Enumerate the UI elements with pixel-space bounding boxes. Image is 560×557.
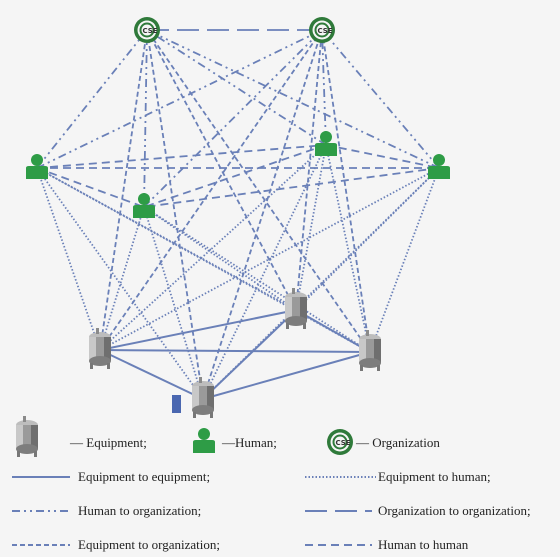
legend-human-icon [193, 428, 215, 453]
human-node-hum2[interactable] [315, 131, 337, 156]
edge-equipment-to-equipment-eq2-eq4 [202, 309, 297, 400]
edge-equipment-to-organization-eq1-org1 [99, 29, 148, 351]
edges-layer [36, 29, 440, 413]
edge-equipment-to-organization-eq4-org2 [202, 29, 323, 400]
edge-human-to-organization-hum2-org1 [146, 29, 327, 146]
legend-equipment-to-equipment-label: Equipment to equipment; [78, 469, 210, 484]
legend-equipment-label: — Equipment; [69, 435, 147, 450]
edge-equipment-to-human-eq3-hum4 [143, 206, 371, 353]
edge-equipment-to-equipment-eq3-eq4 [202, 351, 371, 400]
organization-node-label: CSE [317, 27, 332, 35]
edge-equipment-to-organization-eq1-org2 [99, 29, 323, 351]
legend: — Equipment; —Human; CSE — Organization … [12, 416, 531, 552]
equipment-node-eq3[interactable] [359, 330, 381, 371]
edge-equipment-to-human-eq1-hum1 [36, 167, 101, 351]
human-node-hum4[interactable] [133, 193, 155, 218]
edge-human-to-human-hum2-hum4 [143, 144, 327, 208]
equipment-node-eq1[interactable] [89, 328, 111, 369]
legend-organization-icon: CSE [327, 429, 353, 455]
edge-human-to-organization-hum1-org2 [36, 29, 323, 169]
legend-human-to-organization-label: Human to organization; [78, 503, 201, 518]
edge-human-to-organization-hum3-org1 [146, 29, 440, 169]
edge-equipment-to-human-eq1-hum3 [99, 167, 440, 351]
edge-human-to-human-hum2-hum3 [325, 144, 440, 169]
equipment-icon [192, 377, 214, 418]
svg-text:CSE: CSE [335, 439, 350, 447]
equipment-icon [285, 288, 307, 329]
edge-human-to-organization-hum2-org2 [321, 29, 327, 146]
edge-human-to-human-hum1-hum4 [36, 167, 145, 208]
legend-organization-to-organization-label: Organization to organization; [378, 503, 531, 518]
edge-human-to-organization-hum4-org1 [143, 29, 148, 208]
edge-equipment-to-human-eq1-hum4 [99, 206, 145, 351]
legend-human-to-human-label: Human to human [378, 537, 469, 552]
edge-equipment-to-organization-eq3-org1 [146, 29, 371, 353]
edge-human-to-organization-hum3-org2 [321, 29, 440, 169]
equipment-icon [359, 330, 381, 371]
edge-equipment-to-equipment-eq1-eq4 [99, 349, 204, 400]
human-icon [133, 193, 155, 218]
human-icon [315, 131, 337, 156]
equipment-node-eq2[interactable] [285, 288, 307, 329]
legend-equipment-to-human-label: Equipment to human; [378, 469, 491, 484]
edge-equipment-to-equipment-eq1-eq3 [99, 349, 371, 353]
edge-human-to-organization-hum4-org2 [143, 29, 323, 208]
organization-node-label: CSE [142, 27, 157, 35]
edge-equipment-to-equipment-eq1-eq2 [99, 309, 297, 351]
edge-equipment-to-human-eq2-hum4 [143, 206, 297, 311]
connector-block [172, 395, 181, 413]
edge-human-to-human-hum3-hum4 [143, 167, 440, 208]
edge-human-to-human-hum1-hum2 [36, 144, 327, 169]
edge-equipment-to-organization-eq2-org1 [146, 29, 297, 311]
equipment-node-eq4[interactable] [192, 377, 214, 418]
edge-equipment-to-human-eq3-hum2 [325, 144, 371, 353]
edge-equipment-to-organization-eq4-org1 [146, 29, 204, 400]
edge-equipment-to-human-eq4-hum2 [202, 144, 327, 400]
legend-human-label: —Human; [221, 435, 277, 450]
legend-equipment-to-organization-label: Equipment to organization; [78, 537, 220, 552]
edge-human-to-organization-hum1-org1 [36, 29, 148, 169]
edge-equipment-to-organization-eq2-org2 [295, 29, 323, 311]
edge-equipment-to-equipment-eq2-eq3 [295, 309, 371, 353]
nodes-layer: CSE CSE [26, 17, 450, 418]
edge-equipment-to-human-eq4-hum3 [202, 167, 440, 400]
legend-equipment-icon [16, 416, 38, 457]
edge-equipment-to-human-eq3-hum3 [369, 167, 440, 353]
organization-node-org1[interactable]: CSE [134, 17, 160, 43]
edge-equipment-to-organization-eq3-org2 [321, 29, 371, 353]
equipment-icon [89, 328, 111, 369]
legend-organization-label: — Organization [355, 435, 440, 450]
organization-node-org2[interactable]: CSE [309, 17, 335, 43]
